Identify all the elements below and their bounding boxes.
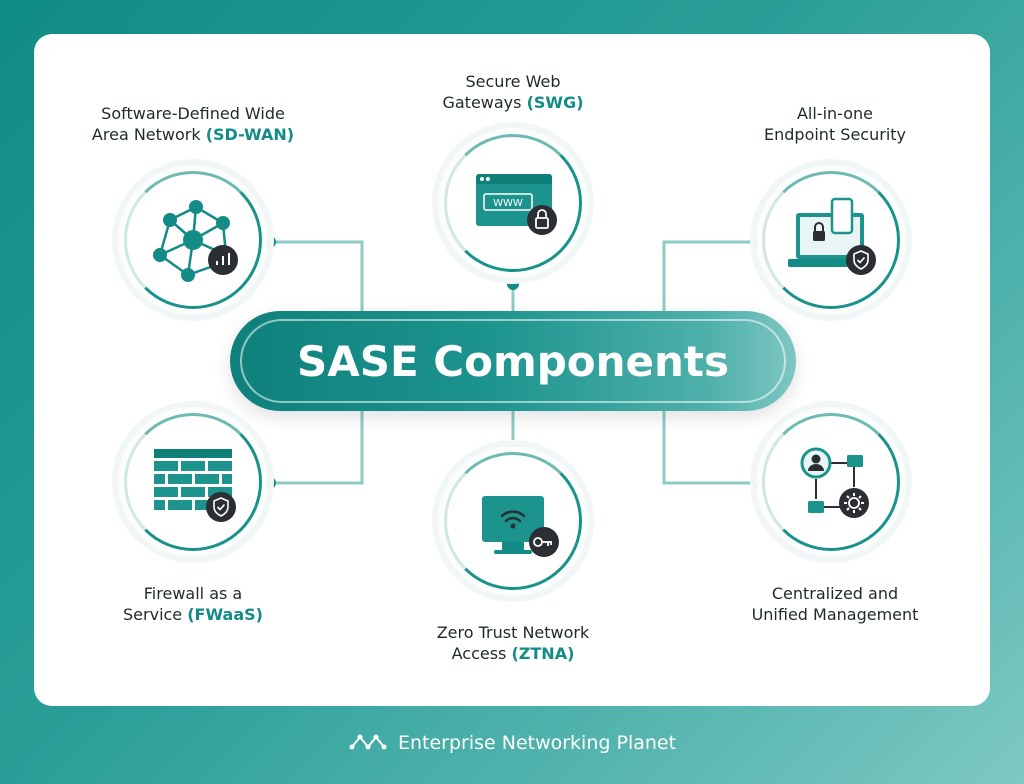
web-gateway-lock-icon: WWW — [476, 174, 557, 235]
label-sdwan: Software-Defined Wide Area Network (SD-W… — [91, 104, 295, 144]
endpoint-circle — [756, 165, 906, 315]
label-endpoint: All-in-one Endpoint Security — [764, 104, 906, 144]
sdwan-circle — [118, 165, 268, 315]
monitor-key-icon — [482, 496, 559, 557]
mgmt-circle — [756, 407, 906, 557]
label-ztna: Zero Trust Network Access (ZTNA) — [436, 623, 590, 663]
enp-logo-icon — [349, 734, 387, 750]
label-swg: Secure Web Gateways (SWG) — [442, 72, 584, 112]
footer-brand: Enterprise Networking Planet — [0, 728, 1024, 758]
laptop-shield-icon — [788, 197, 876, 275]
svg-text:WWW: WWW — [493, 198, 523, 209]
management-gear-icon — [800, 447, 869, 518]
fwaas-circle — [118, 407, 268, 557]
label-fwaas: Firewall as a Service (FWaaS) — [123, 584, 263, 624]
network-mesh-icon — [153, 200, 238, 282]
label-mgmt: Centralized and Unified Management — [751, 584, 919, 624]
swg-circle: WWW — [438, 128, 588, 278]
footer-brand-text: Enterprise Networking Planet — [397, 732, 677, 754]
diagram-title: SASE Components — [296, 336, 730, 386]
ztna-circle — [438, 446, 588, 596]
center-title-pill: SASE Components — [230, 311, 796, 411]
firewall-shield-icon — [154, 449, 236, 522]
